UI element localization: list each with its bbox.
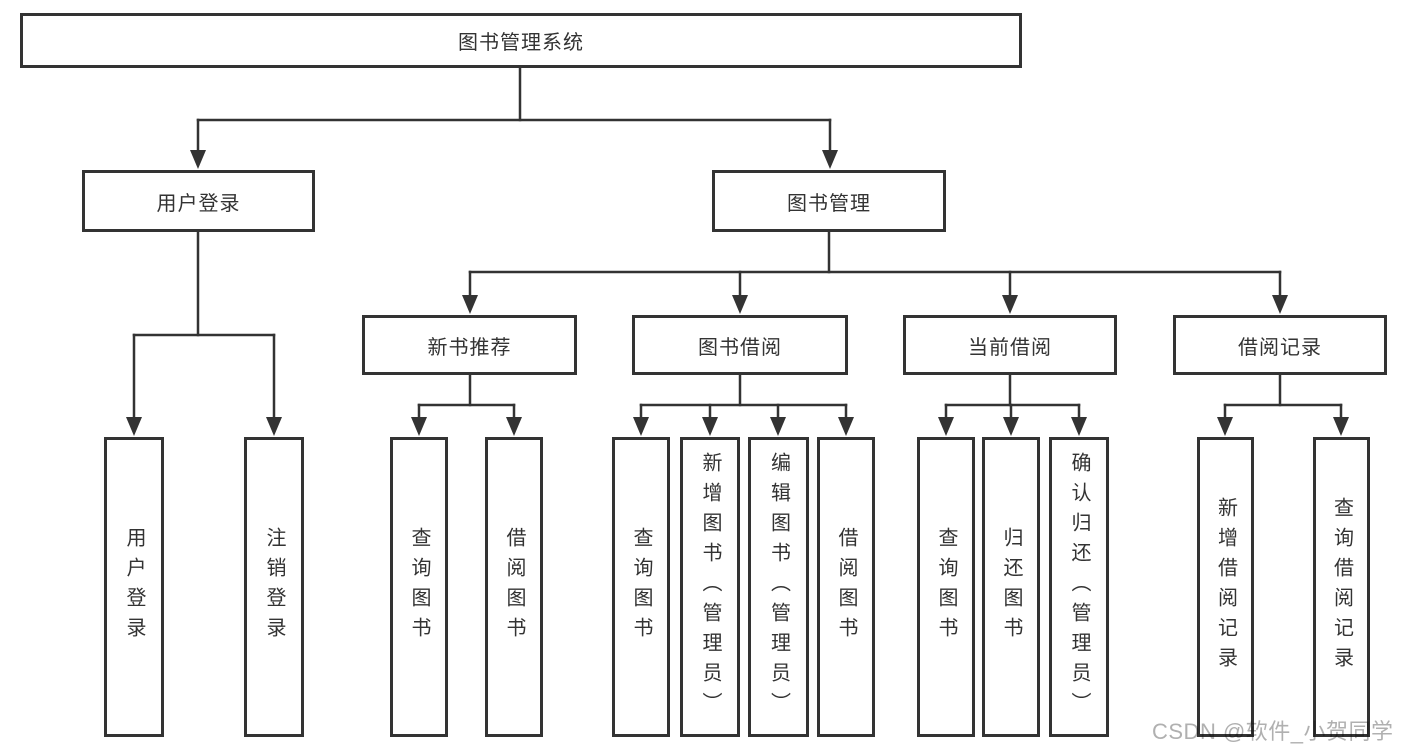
node-label: 新增图书（管理员） [699,452,721,722]
node-current-borrowing: 当前借阅 [903,315,1117,375]
node-leaf-add-borrow-record: 新增借阅记录 [1197,437,1254,737]
node-label: 新增借阅记录 [1214,497,1237,677]
node-label: 图书借阅 [698,336,782,359]
node-label: 借阅图书 [835,527,857,647]
node-label: 查询图书 [630,527,652,647]
node-leaf-add-books-admin: 新增图书（管理员） [680,437,740,737]
node-book-management: 图书管理 [712,170,946,232]
connector-root-to-level2 [190,66,838,169]
node-leaf-borrow-books-2: 借阅图书 [817,437,875,737]
node-leaf-return-books: 归还图书 [982,437,1040,737]
node-label: 图书管理 [787,192,871,215]
node-label: 查询借阅记录 [1330,497,1353,677]
node-leaf-edit-books-admin: 编辑图书（管理员） [748,437,809,737]
connector-current-borrow-children [938,373,1087,436]
node-user-login-branch: 用户登录 [82,170,315,232]
node-label: 注销登录 [263,527,285,647]
node-leaf-query-books-3: 查询图书 [917,437,975,737]
node-label: 用户登录 [123,527,145,647]
node-label: 借阅记录 [1238,336,1322,359]
node-label: 借阅图书 [503,527,525,647]
node-label: 新书推荐 [427,336,512,359]
node-leaf-query-books-1: 查询图书 [390,437,448,737]
node-leaf-logout: 注销登录 [244,437,304,737]
node-label: 确认归还（管理员） [1068,452,1090,722]
connector-book-mgmt-children [462,230,1288,314]
connector-borrow-records-children [1217,373,1349,436]
node-label: 查询图书 [935,527,957,647]
node-label: 用户登录 [156,192,241,215]
connector-book-borrow-children [633,373,854,436]
node-label: 归还图书 [1000,527,1022,647]
node-label: 当前借阅 [968,336,1052,359]
node-leaf-confirm-return-admin: 确认归还（管理员） [1049,437,1109,737]
node-leaf-query-borrow-record: 查询借阅记录 [1313,437,1370,737]
node-leaf-user-login: 用户登录 [104,437,164,737]
node-new-book-recommend: 新书推荐 [362,315,577,375]
connector-new-book-children [411,373,522,436]
node-label: 图书管理系统 [458,32,584,54]
node-label: 编辑图书（管理员） [767,452,790,722]
node-borrowing-records: 借阅记录 [1173,315,1387,375]
node-label: 查询图书 [408,527,430,647]
connector-user-login-children [126,230,282,436]
node-library-management-system: 图书管理系统 [20,13,1022,68]
node-book-borrowing: 图书借阅 [632,315,848,375]
node-leaf-query-books-2: 查询图书 [612,437,670,737]
csdn-watermark: CSDN @软件_小贺同学 [1152,719,1394,744]
node-leaf-borrow-books-1: 借阅图书 [485,437,543,737]
